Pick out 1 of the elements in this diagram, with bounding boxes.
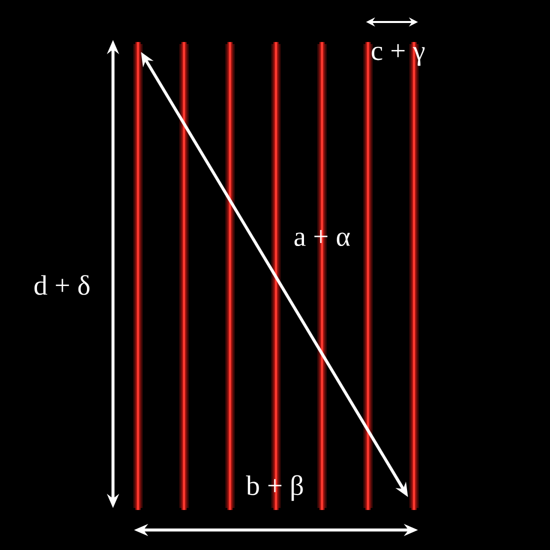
dimension-label: d + δ <box>34 275 90 295</box>
